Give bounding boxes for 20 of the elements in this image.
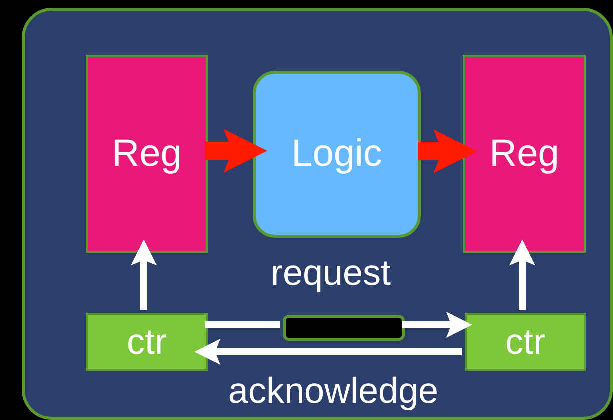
arrow <box>131 240 157 310</box>
register-box <box>86 55 208 253</box>
node-label: ctr <box>506 321 546 363</box>
arrow <box>402 312 472 338</box>
controller-box <box>86 313 208 371</box>
logic-box <box>253 71 421 238</box>
arrow <box>510 240 536 310</box>
arrow <box>194 339 462 365</box>
node-label: Reg <box>490 132 560 176</box>
node-label: Logic <box>292 133 382 176</box>
edge-label: acknowledge <box>227 370 440 412</box>
arrow <box>418 130 478 174</box>
controller-box <box>465 313 586 371</box>
arrow <box>205 129 268 173</box>
channel-box <box>283 315 405 341</box>
register-box <box>463 55 586 253</box>
node-label: ctr <box>127 321 167 363</box>
signal-label: request <box>270 252 392 294</box>
node-label: Reg <box>112 132 182 176</box>
panel-background <box>22 8 613 420</box>
